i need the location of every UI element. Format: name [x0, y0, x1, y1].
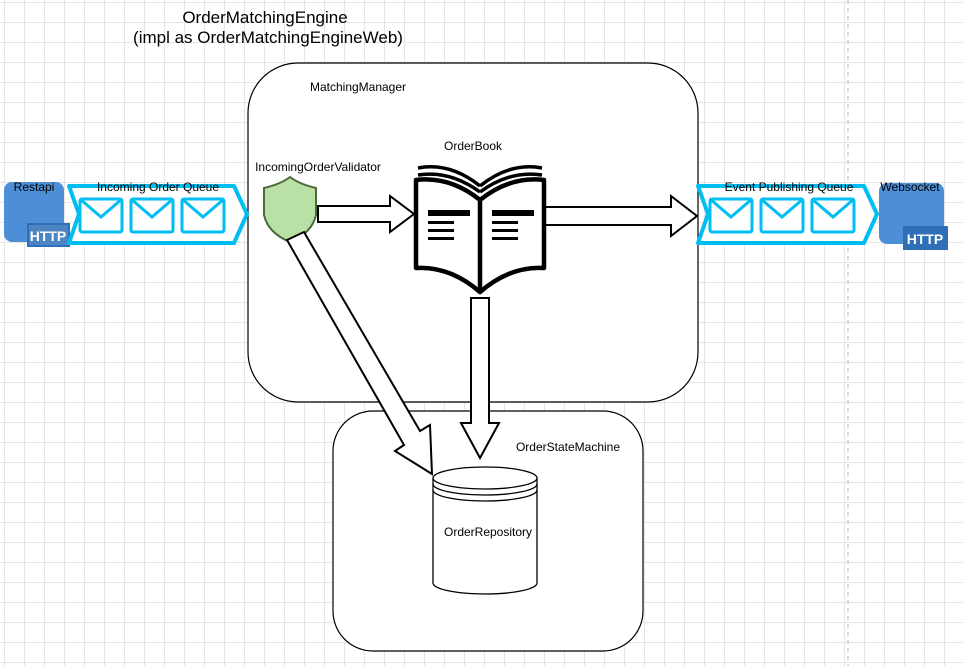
incoming-order-queue-label: Incoming Order Queue [97, 180, 219, 194]
envelope-icon [129, 197, 175, 234]
arrow-validator-to-repository [285, 230, 434, 476]
restapi-label: Restapi [14, 180, 55, 194]
envelope-icon [78, 197, 124, 234]
incoming-order-queue[interactable] [67, 184, 249, 245]
order-state-machine-label: OrderStateMachine [516, 440, 620, 454]
validator-label: IncomingOrderValidator [255, 160, 381, 174]
envelope-icon [180, 197, 226, 234]
websocket-label: Websocket [880, 180, 940, 194]
diagram-title: OrderMatchingEngine [182, 8, 347, 27]
event-publishing-queue-label: Event Publishing Queue [725, 180, 854, 194]
websocket-http-badge: HTTP [907, 231, 944, 247]
arrow-orderbook-to-repository [459, 297, 501, 461]
matching-manager-label: MatchingManager [310, 80, 406, 94]
event-publishing-queue[interactable] [696, 184, 879, 245]
order-repository-database[interactable] [432, 466, 538, 595]
order-repository-label: OrderRepository [444, 525, 532, 539]
arrow-validator-to-orderbook [317, 194, 416, 234]
diagram-subtitle: (impl as OrderMatchingEngineWeb) [133, 28, 403, 47]
envelope-icon [810, 197, 856, 234]
websocket-http-icon[interactable]: HTTP [879, 183, 948, 250]
envelope-icon [708, 197, 754, 234]
restapi-http-badge: HTTP [30, 228, 67, 244]
shield-icon[interactable] [263, 175, 317, 244]
arrow-orderbook-to-event-queue [541, 193, 699, 239]
book-icon[interactable] [413, 165, 547, 295]
restapi-http-icon[interactable]: HTTP [4, 182, 70, 247]
order-book-label: OrderBook [444, 139, 503, 153]
envelope-icon [759, 197, 805, 234]
